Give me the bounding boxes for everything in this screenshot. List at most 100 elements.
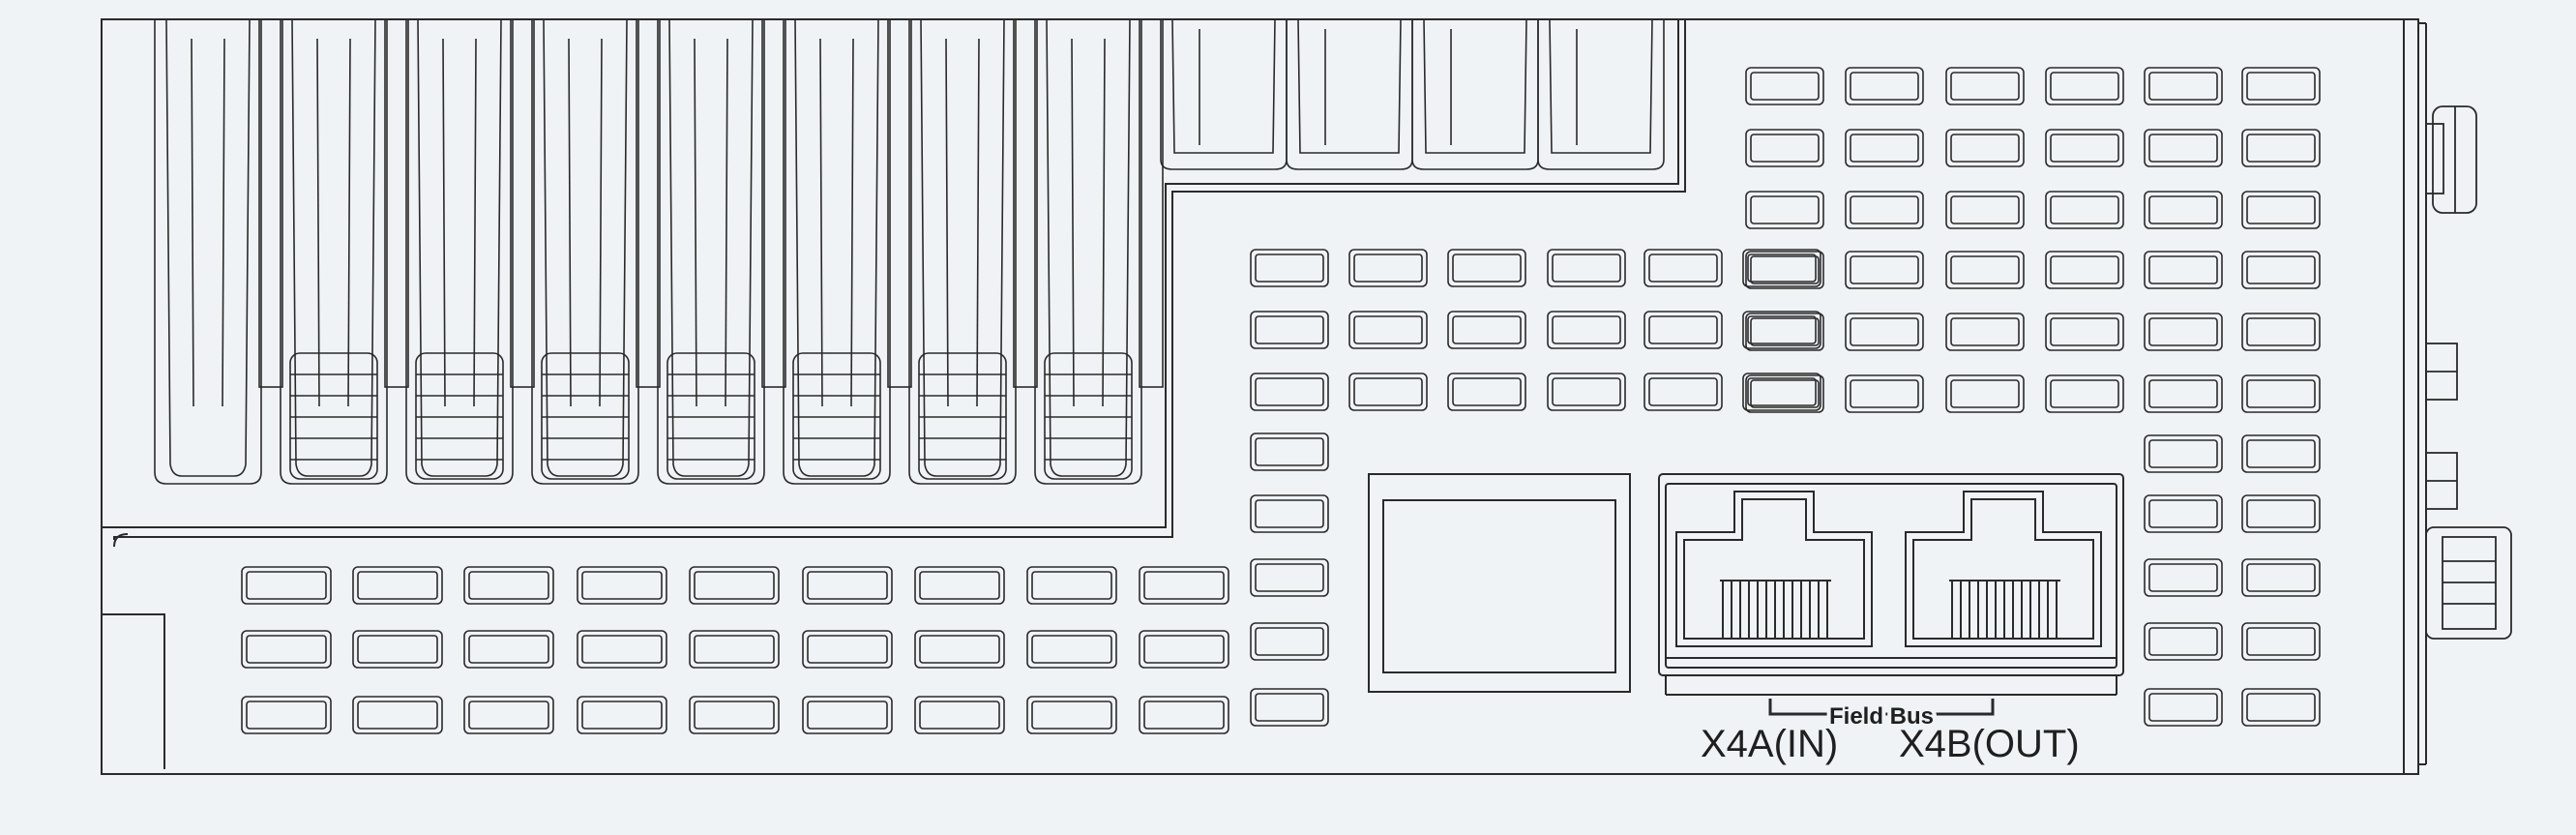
fin-ridge bbox=[725, 38, 728, 407]
rj45-jack-in bbox=[1675, 491, 1873, 647]
vent-slot-inner bbox=[1747, 377, 1817, 406]
fin-wall bbox=[761, 18, 786, 388]
vent-slot bbox=[241, 696, 332, 734]
vent-slot-inner bbox=[1950, 317, 2020, 346]
vent-slot bbox=[2144, 374, 2223, 413]
vent-slot bbox=[1643, 373, 1723, 411]
vent-slot-inner bbox=[694, 635, 775, 664]
vent-slot bbox=[1139, 630, 1229, 669]
vent-slot bbox=[1447, 311, 1526, 349]
fin-wall bbox=[258, 18, 283, 388]
vent-slot-inner bbox=[1750, 72, 1820, 101]
vent-slot-inner bbox=[2050, 255, 2119, 284]
vent-slot-inner bbox=[1750, 134, 1820, 163]
short-fin-channel-inner bbox=[1423, 18, 1527, 154]
side-connectors bbox=[2425, 105, 2512, 640]
vent-slot-inner bbox=[919, 701, 1000, 730]
vent-slot-inner bbox=[2246, 439, 2316, 468]
fin-channel-inner bbox=[291, 18, 376, 477]
vent-slot bbox=[1139, 696, 1229, 734]
vent-slot-inner bbox=[1750, 379, 1820, 408]
vent-slot-inner bbox=[1750, 195, 1820, 224]
ethernet-port-block bbox=[1368, 473, 2124, 716]
vent-slot bbox=[463, 630, 554, 669]
vent-slot bbox=[1745, 129, 1824, 167]
vent-slot bbox=[1026, 630, 1117, 669]
vent-slot-inner bbox=[919, 571, 1000, 600]
fin-rib-block bbox=[792, 352, 881, 480]
vent-slot bbox=[2241, 129, 2321, 167]
vent-slot bbox=[1547, 249, 1626, 287]
vent-slot bbox=[1845, 191, 1924, 229]
jack-outline bbox=[1675, 491, 1873, 647]
jack-outline-inner bbox=[1683, 498, 1865, 640]
vent-slot-inner bbox=[2148, 693, 2218, 722]
vent-slot-inner bbox=[1143, 571, 1225, 600]
vent-slot bbox=[577, 630, 667, 669]
fin-channel-inner bbox=[794, 18, 879, 477]
vent-slot-inner bbox=[2148, 379, 2218, 408]
vent-slot-inner bbox=[1850, 255, 1919, 284]
vent-slot bbox=[2144, 67, 2223, 105]
vent-slot-inner bbox=[581, 635, 663, 664]
vent-slot bbox=[352, 566, 443, 605]
vent-slot bbox=[2045, 191, 2124, 229]
vent-slot-inner bbox=[1353, 315, 1423, 344]
vent-slot-inner bbox=[1031, 701, 1112, 730]
fin-ridge bbox=[473, 38, 477, 407]
vent-slot-inner bbox=[1552, 377, 1621, 406]
vent-slot bbox=[1447, 373, 1526, 411]
vent-slot bbox=[463, 696, 554, 734]
vent-slot bbox=[1945, 313, 2025, 351]
vent-slot bbox=[1745, 67, 1824, 105]
vent-slot bbox=[1026, 566, 1117, 605]
vent-slot-inner bbox=[1750, 317, 1820, 346]
vent-slot bbox=[2241, 622, 2321, 661]
vent-slots bbox=[241, 67, 2321, 734]
vent-slot bbox=[1139, 566, 1229, 605]
vent-slot bbox=[1348, 373, 1428, 411]
field-bus-bracket bbox=[1768, 699, 1995, 716]
vent-slot bbox=[1845, 129, 1924, 167]
vent-slot-inner bbox=[1255, 693, 1324, 722]
vent-slot bbox=[2144, 191, 2223, 229]
vent-slot bbox=[914, 630, 1005, 669]
port-out-label: X4B(OUT) bbox=[1899, 723, 2080, 765]
vent-slot-inner bbox=[2246, 255, 2316, 284]
heatsink-fins bbox=[154, 18, 1665, 485]
vent-slot bbox=[2241, 251, 2321, 289]
vent-slot-inner bbox=[2148, 72, 2218, 101]
vent-slot bbox=[577, 566, 667, 605]
vent-slot bbox=[2144, 688, 2223, 727]
vent-slot bbox=[352, 696, 443, 734]
vent-slot-inner bbox=[2246, 379, 2316, 408]
vent-slot-inner bbox=[1950, 72, 2020, 101]
vent-slot-inner bbox=[1850, 379, 1919, 408]
short-fin-channel bbox=[1286, 19, 1413, 170]
vent-slot-inner bbox=[2148, 195, 2218, 224]
vent-slot bbox=[2241, 688, 2321, 727]
vent-slot-inner bbox=[1353, 253, 1423, 283]
vent-slot bbox=[1643, 249, 1723, 287]
fin-channel-inner bbox=[417, 18, 502, 477]
vent-slot-inner bbox=[1452, 315, 1522, 344]
fin-ridge bbox=[976, 38, 980, 407]
fin-ridge bbox=[222, 38, 225, 407]
vent-slot bbox=[1845, 67, 1924, 105]
fin-rib-block bbox=[918, 352, 1007, 480]
vent-slot-inner bbox=[246, 571, 327, 600]
vent-slot-inner bbox=[2246, 563, 2316, 592]
rj45-housing bbox=[1658, 473, 2124, 676]
housing-outline bbox=[101, 18, 2419, 775]
vent-slot bbox=[2241, 191, 2321, 229]
side-connector bbox=[2425, 526, 2512, 640]
vent-slot bbox=[1745, 251, 1824, 289]
vent-slot-inner bbox=[1143, 635, 1225, 664]
vent-slot bbox=[2045, 129, 2124, 167]
fin-ridge bbox=[1102, 38, 1106, 407]
vent-slot-inner bbox=[2148, 255, 2218, 284]
vent-slot-inner bbox=[1255, 253, 1324, 283]
vent-slot-inner bbox=[2050, 134, 2119, 163]
vent-slot bbox=[1945, 67, 2025, 105]
